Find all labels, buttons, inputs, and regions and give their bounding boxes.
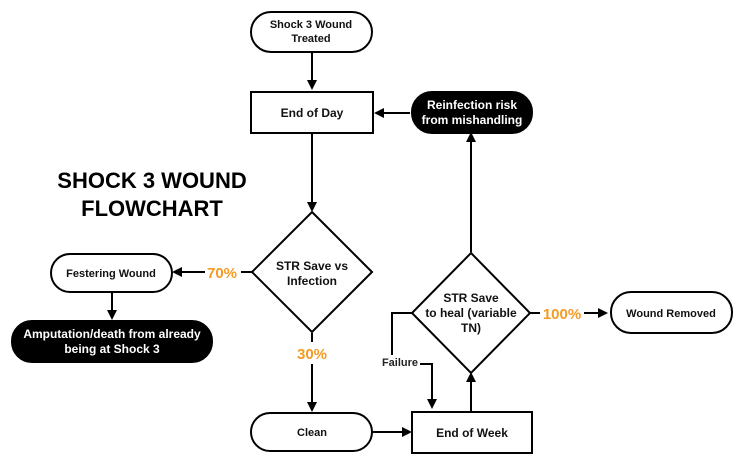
label-30-percent: 30% bbox=[297, 346, 327, 363]
label-100-percent: 100% bbox=[543, 306, 581, 323]
node-wound-removed-label: Wound Removed bbox=[626, 308, 716, 320]
node-end-of-week-shape bbox=[411, 411, 533, 454]
node-clean-shape bbox=[250, 412, 373, 452]
node-str-infection-shape bbox=[250, 210, 374, 334]
node-end-of-day-shape bbox=[250, 91, 374, 134]
node-festering-shape bbox=[50, 253, 173, 293]
flowchart-title-line1: SHOCK 3 WOUND bbox=[57, 168, 246, 193]
node-end-of-day-label: End of Day bbox=[281, 106, 344, 120]
node-str-heal-shape bbox=[410, 251, 532, 375]
label-70-percent: 70% bbox=[207, 265, 237, 282]
flowchart-title-line2: FLOWCHART bbox=[81, 196, 223, 221]
node-end-of-week-label: End of Week bbox=[436, 426, 508, 440]
node-start-shape bbox=[250, 11, 373, 53]
label-failure-bg bbox=[381, 355, 420, 369]
node-amputation-shape bbox=[11, 320, 213, 363]
node-reinfection-shape bbox=[411, 91, 533, 134]
label-failure: Failure bbox=[382, 357, 418, 369]
node-clean-label: Clean bbox=[297, 427, 327, 439]
node-wound-removed-shape bbox=[610, 291, 733, 334]
node-festering-label: Festering Wound bbox=[66, 268, 156, 280]
